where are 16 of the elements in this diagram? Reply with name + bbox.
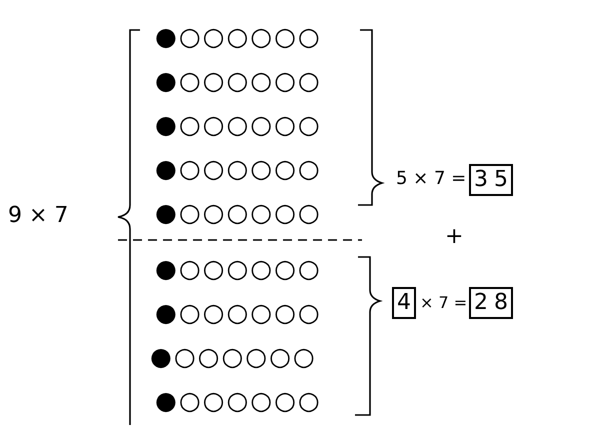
dot-row: ●○○○○○○ bbox=[155, 24, 322, 49]
dot-row: ●○○○○○○ bbox=[155, 156, 322, 181]
answer-box: 28 bbox=[469, 287, 513, 319]
dot-row: ●○○○○○○ bbox=[150, 344, 317, 369]
equation-text: 5 × 7 = bbox=[396, 170, 466, 188]
expression: 9 × 7 bbox=[8, 205, 68, 227]
answer-box: 4 bbox=[392, 287, 416, 319]
equation-text: × 7 = bbox=[420, 295, 468, 311]
answer-box: 35 bbox=[469, 164, 513, 196]
dot-row: ●○○○○○○ bbox=[155, 68, 322, 93]
dot-row: ●○○○○○○ bbox=[155, 388, 322, 413]
plus-sign: + bbox=[445, 226, 464, 248]
dot-row: ●○○○○○○ bbox=[155, 200, 322, 225]
dot-row: ●○○○○○○ bbox=[155, 256, 322, 281]
dot-row: ●○○○○○○ bbox=[155, 112, 322, 137]
dot-row: ●○○○○○○ bbox=[155, 300, 322, 325]
